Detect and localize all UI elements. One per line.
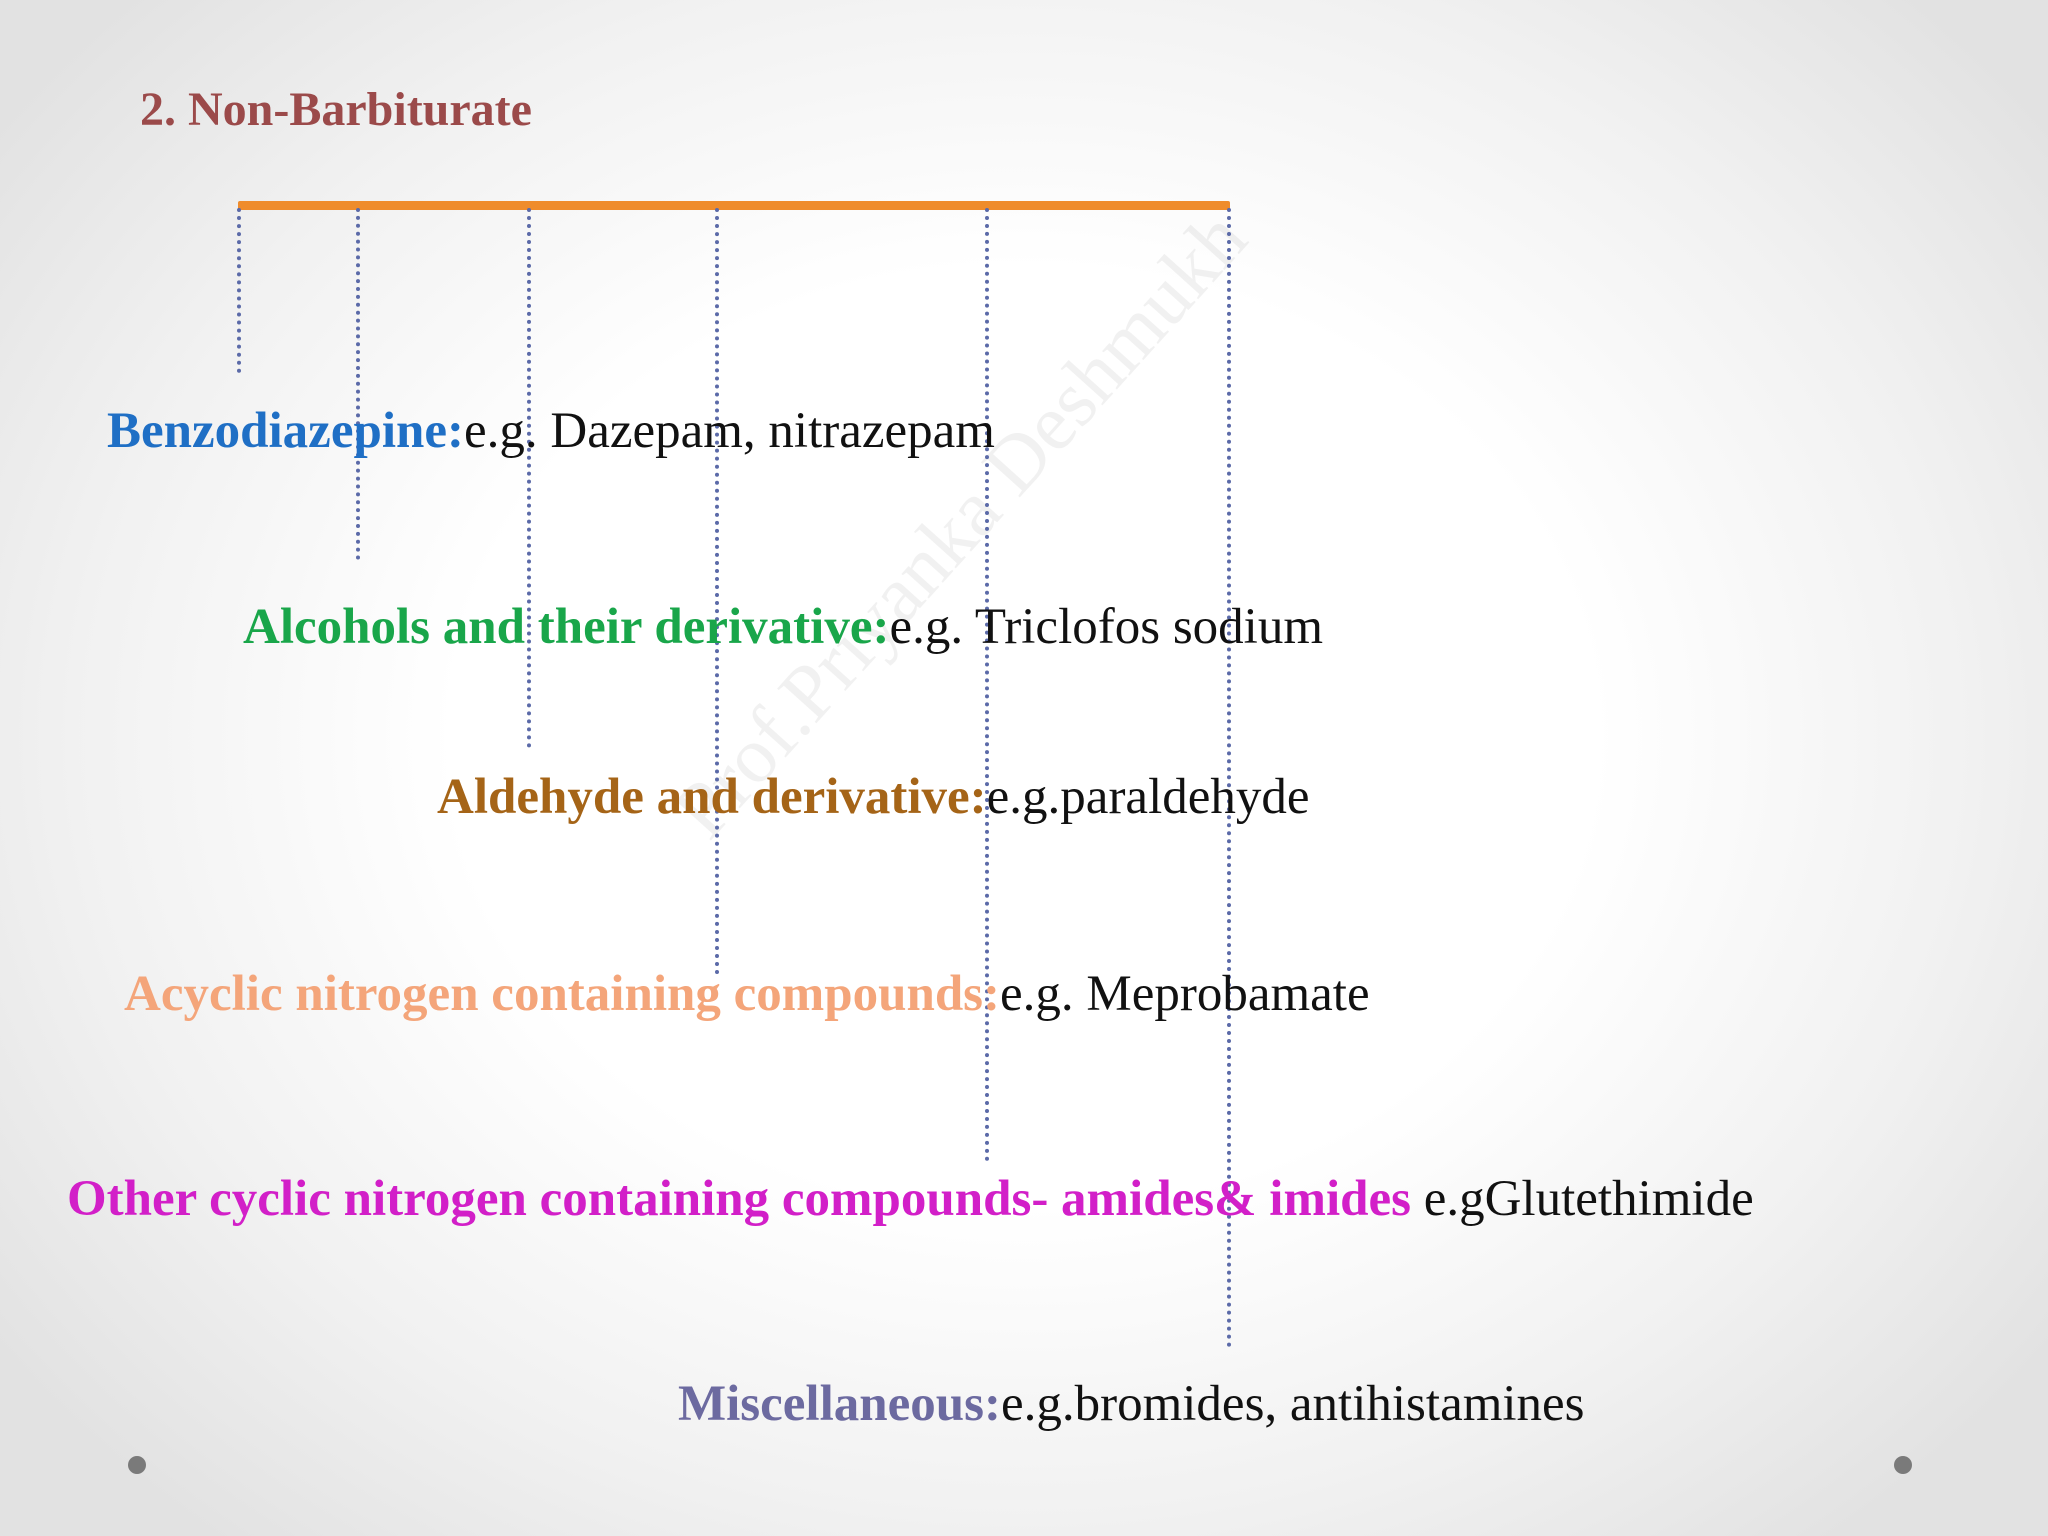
category-label: Acyclic nitrogen containing compounds: — [124, 966, 1001, 1022]
category-label: Aldehyde and derivative: — [437, 769, 987, 825]
bracket-bar — [238, 201, 1230, 210]
connector-line — [715, 208, 719, 975]
connector-line — [985, 208, 989, 1162]
connector-line — [527, 208, 531, 748]
list-item: Acyclic nitrogen containing compounds:e.… — [124, 969, 1370, 1020]
category-label: Benzodiazepine: — [107, 403, 464, 459]
example-text: e.g. Triclofos sodium — [889, 599, 1324, 655]
connector-line — [356, 208, 360, 560]
connector-line — [237, 208, 241, 373]
category-label: Alcohols and their derivative: — [243, 599, 890, 655]
category-label: Miscellaneous: — [678, 1376, 1001, 1432]
watermark: Prof.Priyanka Deshmukh — [656, 194, 1264, 855]
bullet-dot — [128, 1456, 146, 1474]
example-text: e.g. Dazepam, nitrazepam — [463, 403, 995, 459]
example-text: e.gGlutethimide — [1410, 1171, 1754, 1227]
list-item: Other cyclic nitrogen containing compoun… — [67, 1174, 1754, 1225]
list-item: Miscellaneous:e.g.bromides, antihistamin… — [678, 1379, 1585, 1430]
connector-line — [1227, 208, 1231, 1348]
list-item: Benzodiazepine:e.g. Dazepam, nitrazepam — [107, 406, 995, 457]
list-item: Aldehyde and derivative:e.g.paraldehyde — [437, 772, 1310, 823]
example-text: e.g.bromides, antihistamines — [1000, 1376, 1585, 1432]
slide-title: 2. Non-Barbiturate — [140, 83, 532, 136]
bullet-dot — [1894, 1456, 1912, 1474]
category-label: Other cyclic nitrogen containing compoun… — [67, 1171, 1411, 1227]
list-item: Alcohols and their derivative:e.g. Tricl… — [243, 602, 1323, 653]
example-text: e.g. Meprobamate — [1000, 966, 1370, 1022]
example-text: e.g.paraldehyde — [986, 769, 1310, 825]
